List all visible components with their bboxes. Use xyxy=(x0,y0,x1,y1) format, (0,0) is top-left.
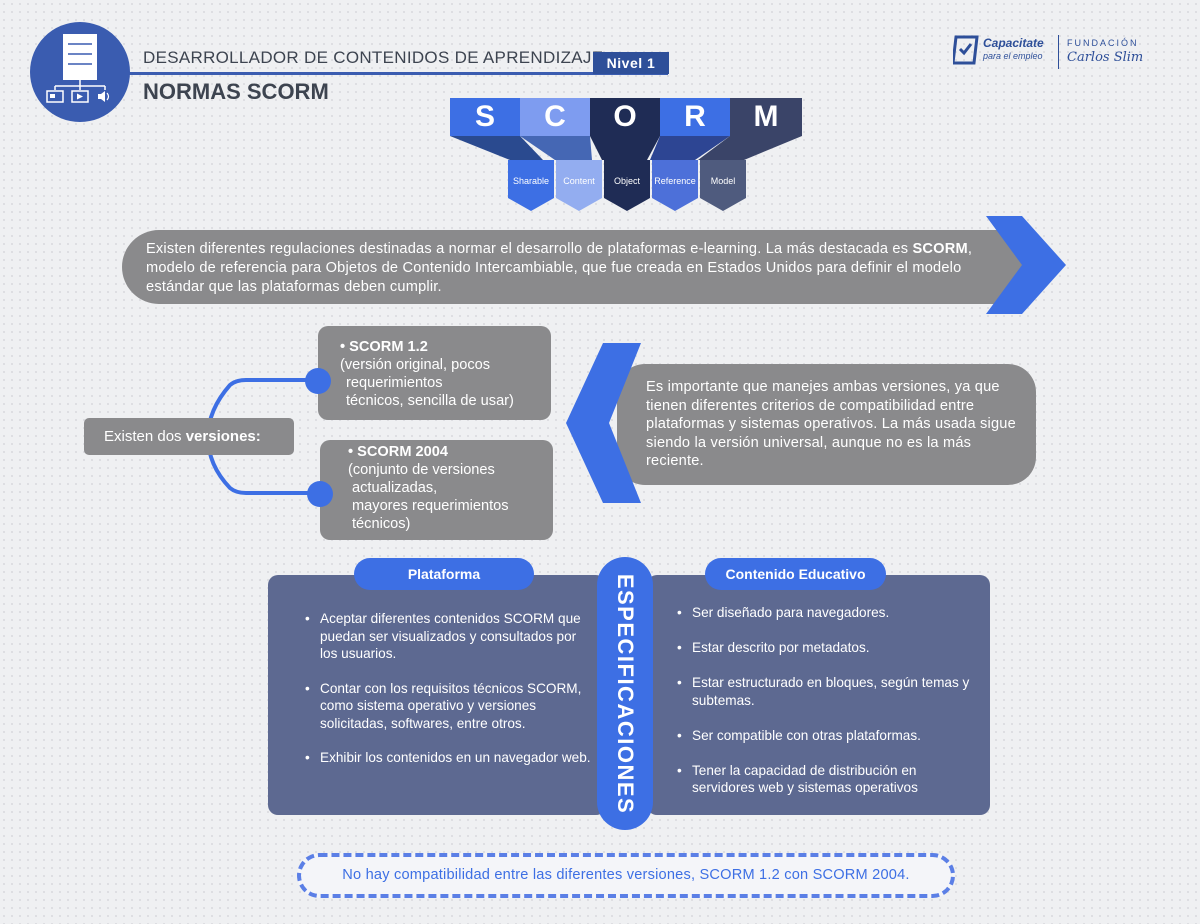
specifications-title: ESPECIFICACIONES xyxy=(613,573,638,814)
brand-foundation-name: Carlos Slim xyxy=(1067,50,1144,65)
course-logo xyxy=(30,22,130,122)
intro-text-part1: Existen diferentes regulaciones destinad… xyxy=(146,241,913,257)
brand-divider xyxy=(1058,35,1059,69)
version-description-line: mayores requerimientos xyxy=(352,498,509,514)
version-title: • SCORM 1.2 xyxy=(340,339,428,355)
version-description-line: actualizadas, xyxy=(352,480,438,496)
course-title: DESARROLLADOR DE CONTENIDOS DE APRENDIZA… xyxy=(143,48,604,67)
document-icon xyxy=(46,34,110,103)
note-arrow-icon xyxy=(566,343,641,503)
intro-text: Existen diferentes regulaciones destinad… xyxy=(146,240,1006,297)
intro-text-part2: , modelo de referencia para Objetos de C… xyxy=(146,241,973,295)
scorm-word-object: Object xyxy=(613,176,640,186)
version-card-scorm-1-2: • SCORM 1.2 (versión original, pocos req… xyxy=(318,326,551,420)
scorm-arrows xyxy=(450,136,802,211)
list-item: Tener la capacidad de distribución en se… xyxy=(677,762,977,797)
brand-foundation: FUNDACIÓN xyxy=(1067,38,1139,48)
version-description-line: requerimientos xyxy=(346,375,443,391)
list-item: Aceptar diferentes contenidos SCORM que … xyxy=(305,610,595,663)
version-card-scorm-2004: • SCORM 2004 (conjunto de versiones actu… xyxy=(320,440,553,540)
list-item: Exhibir los contenidos en un navegador w… xyxy=(305,749,595,767)
page-title: NORMAS SCORM xyxy=(143,79,329,104)
intro-text-highlight: SCORM xyxy=(912,241,968,257)
scorm-letter-o: O xyxy=(590,98,660,136)
version-description-line: técnicos) xyxy=(352,516,411,532)
versions-label-prefix: Existen dos xyxy=(104,428,186,445)
versions-note-box xyxy=(617,364,1036,485)
brand-primary-sub: para el empleo xyxy=(983,51,1043,61)
connector-dot xyxy=(305,368,331,394)
compatibility-note: No hay compatibilidad entre las diferent… xyxy=(342,867,910,883)
version-description-line: técnicos, sencilla de usar) xyxy=(346,393,514,409)
scorm-letter-m: M xyxy=(730,98,802,136)
scorm-word-model: Model xyxy=(710,176,736,186)
header-underline xyxy=(128,72,668,75)
level-badge: Nivel 1 xyxy=(593,52,669,74)
scorm-letter-s: S xyxy=(450,98,520,136)
versions-label: Existen dos versiones: xyxy=(84,418,294,455)
list-item: Ser compatible con otras plataformas. xyxy=(677,727,977,745)
scorm-word-content: Content xyxy=(563,176,595,186)
list-item: Contar con los requisitos técnicos SCORM… xyxy=(305,680,595,733)
scorm-word-sharable: Sharable xyxy=(512,176,550,186)
scorm-letter-c: C xyxy=(520,98,590,136)
list-item: Estar descrito por metadatos. xyxy=(677,639,977,657)
versions-label-bold: versiones: xyxy=(185,428,261,445)
intro-arrow-icon xyxy=(986,216,1066,314)
capacitate-logo-icon xyxy=(953,35,979,65)
intro-band xyxy=(122,230,1022,304)
list-item: Ser diseñado para navegadores. xyxy=(677,604,977,622)
brand-logos: Capacitate para el empleo FUNDACIÓN Carl… xyxy=(953,35,1153,69)
platform-tab: Plataforma xyxy=(354,558,534,590)
version-description-line: (versión original, pocos xyxy=(340,357,491,373)
version-description-line: (conjunto de versiones xyxy=(348,462,495,478)
scorm-word-reference: Reference xyxy=(654,176,696,186)
content-tab: Contenido Educativo xyxy=(705,558,886,590)
scorm-letter-r: R xyxy=(660,98,730,136)
platform-list: Aceptar diferentes contenidos SCORM que … xyxy=(305,610,595,784)
versions-note: Es importante que manejes ambas versione… xyxy=(646,379,1016,469)
version-title: • SCORM 2004 xyxy=(348,444,449,460)
connector-dot xyxy=(307,481,333,507)
content-list: Ser diseñado para navegadores. Estar des… xyxy=(677,604,977,814)
scorm-acronym: S C O R M Sharable Content Object Refere… xyxy=(450,98,802,216)
compatibility-note-box xyxy=(297,853,955,898)
specifications-band: ESPECIFICACIONES xyxy=(597,557,653,830)
brand-primary: Capacitate xyxy=(983,36,1044,50)
list-item: Estar estructurado en bloques, según tem… xyxy=(677,674,977,709)
